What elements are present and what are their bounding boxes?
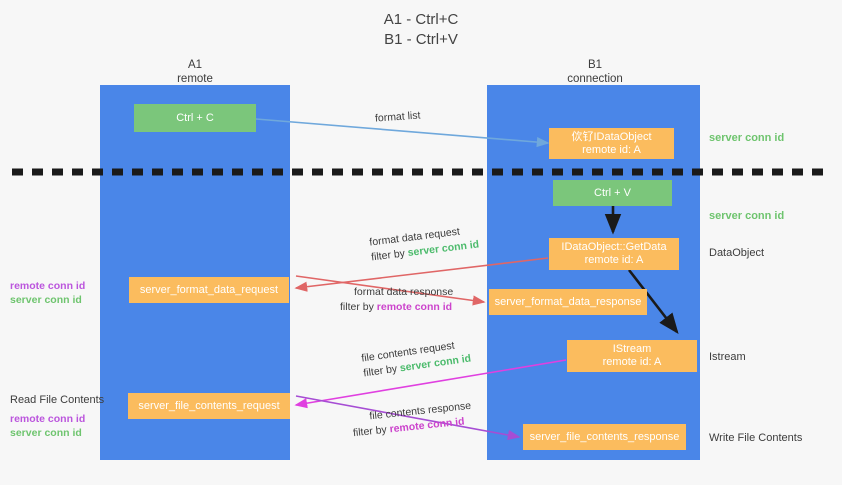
left-label-server-conn-id-2: server conn id — [10, 427, 82, 439]
node-istream[interactable]: IStream remote id: A — [567, 340, 697, 372]
node-ole-dataobject-line1: 佽钌IDataObject — [571, 130, 652, 143]
node-server-format-data-request[interactable]: server_format_data_request — [129, 277, 289, 303]
node-ole-dataobject-line2: remote id: A — [582, 143, 641, 156]
node-ctrl-c-label: Ctrl + C — [176, 111, 214, 124]
edge-format-data-request — [294, 257, 549, 292]
node-server-file-contents-request-label: server_file_contents_request — [138, 399, 280, 412]
left-label-conn-id-pair-2: remote conn id server conn id — [10, 412, 85, 440]
left-label-remote-conn-id-2: remote conn id — [10, 413, 86, 425]
node-server-file-contents-request[interactable]: server_file_contents_request — [128, 393, 290, 419]
node-server-file-contents-response[interactable]: server_file_contents_response — [523, 424, 686, 450]
edge-label-format-data-response-filter: filter by remote conn id — [340, 300, 453, 315]
left-label-conn-id-pair-1: remote conn id server conn id — [10, 279, 85, 307]
column-a1-role: remote — [177, 73, 213, 85]
right-label-istream: Istream — [709, 351, 746, 363]
title-line-1: A1 - Ctrl+C — [383, 11, 459, 28]
filter-prefix: filter by — [370, 247, 409, 264]
filter-key-remote-conn-id: remote conn id — [376, 301, 453, 313]
filter-prefix: filter by — [340, 301, 377, 313]
node-ctrl-c[interactable]: Ctrl + C — [134, 104, 256, 132]
edge-format-data-response — [295, 275, 486, 306]
edge-label-format-list-text: format list — [374, 109, 421, 125]
edge-label-format-list: format list — [375, 108, 421, 126]
right-label-server-conn-id-top: server conn id — [709, 132, 785, 144]
filter-prefix: filter by — [352, 423, 391, 440]
right-label-write-file-contents: Write File Contents — [709, 432, 803, 444]
edge-format-list — [255, 118, 550, 148]
node-istream-line1: IStream — [612, 343, 652, 355]
right-label-server-conn-id-mid: server conn id — [709, 210, 785, 222]
node-ctrl-v[interactable]: Ctrl + V — [553, 180, 672, 206]
node-istream-line2: remote id: A — [602, 356, 662, 368]
node-getdata-line2: remote id: A — [584, 254, 644, 266]
node-getdata[interactable]: IDataObject::GetData remote id: A — [549, 238, 679, 270]
column-b1-role: connection — [567, 73, 623, 85]
node-ctrl-v-label: Ctrl + V — [594, 186, 631, 199]
left-label-read-file-contents: Read File Contents — [10, 394, 105, 406]
left-label-remote-conn-id-1: remote conn id — [10, 280, 86, 292]
right-label-dataobject: DataObject — [709, 247, 765, 259]
edge-file-contents-response — [295, 395, 521, 441]
filter-prefix: filter by — [362, 362, 401, 380]
page-title: A1 - Ctrl+C B1 - Ctrl+V — [0, 10, 842, 50]
node-server-format-data-request-label: server_format_data_request — [139, 283, 279, 296]
column-a1-name: A1 — [187, 59, 203, 71]
node-ole-dataobject[interactable]: 佽钌IDataObject remote id: A — [549, 128, 674, 159]
column-header-a1: A1 remote — [120, 58, 270, 86]
node-server-format-data-response[interactable]: server_format_data_response — [489, 289, 647, 315]
edge-file-contents-request — [294, 359, 567, 409]
title-line-2: B1 - Ctrl+V — [384, 31, 458, 48]
node-getdata-line1: IDataObject::GetData — [561, 241, 667, 253]
edge-label-format-data-response-main: format data response — [354, 286, 454, 298]
column-b1-name: B1 — [587, 59, 603, 71]
left-label-server-conn-id-1: server conn id — [10, 294, 82, 306]
edge-label-format-data-response: format data response filter by remote co… — [340, 285, 453, 315]
column-header-b1: B1 connection — [520, 58, 670, 86]
node-server-file-contents-response-label: server_file_contents_response — [529, 430, 680, 443]
node-server-format-data-response-label: server_format_data_response — [494, 295, 642, 308]
edge-getdata-to-istream — [627, 269, 679, 335]
